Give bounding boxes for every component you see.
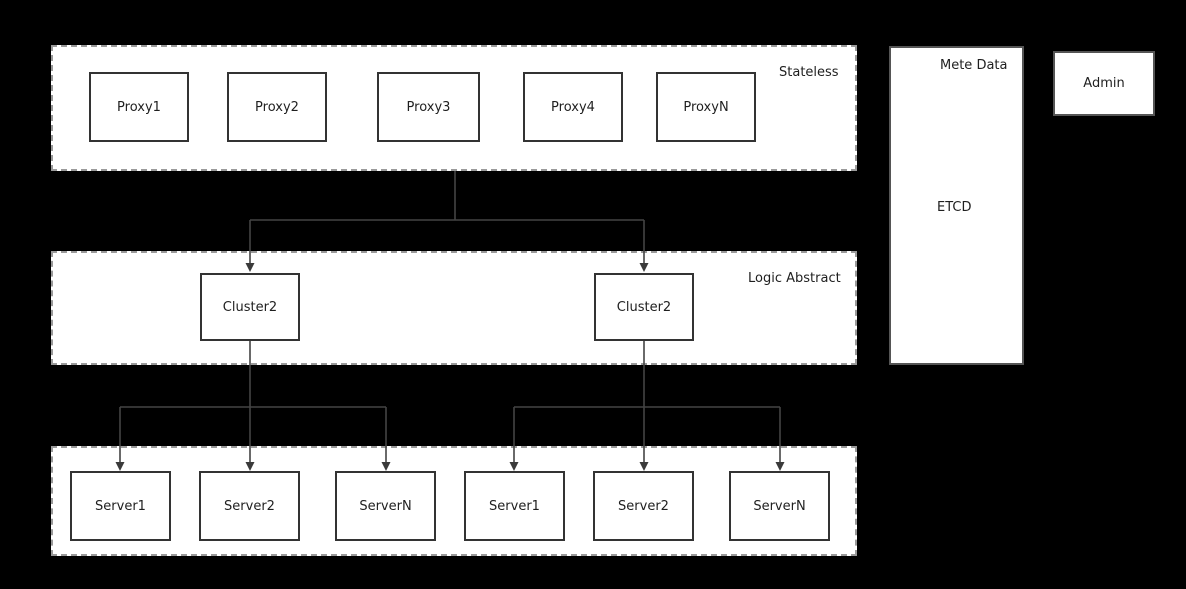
layer-label-logic-abstract: Logic Abstract: [748, 271, 841, 286]
node-label: Proxy1: [117, 99, 161, 115]
node-proxy1[interactable]: Proxy1: [89, 72, 189, 142]
node-label: ProxyN: [683, 99, 729, 115]
node-server-left-n[interactable]: ServerN: [335, 471, 436, 541]
node-cluster-right[interactable]: Cluster2: [594, 273, 694, 341]
node-label: ServerN: [753, 498, 806, 514]
node-proxy3[interactable]: Proxy3: [377, 72, 480, 142]
node-label: Proxy4: [551, 99, 595, 115]
admin-panel-label: Admin: [1083, 76, 1125, 91]
node-label: Proxy2: [255, 99, 299, 115]
node-server-right-1[interactable]: Server1: [464, 471, 565, 541]
etcd-label: ETCD: [937, 200, 972, 215]
node-server-left-2[interactable]: Server2: [199, 471, 300, 541]
node-label: Server1: [489, 498, 540, 514]
node-label: Cluster2: [222, 299, 278, 315]
node-server-left-1[interactable]: Server1: [70, 471, 171, 541]
node-proxy4[interactable]: Proxy4: [523, 72, 623, 142]
node-cluster-left[interactable]: Cluster2: [200, 273, 300, 341]
layer-band-servers: [51, 446, 857, 556]
node-proxyn[interactable]: ProxyN: [656, 72, 756, 142]
admin-panel[interactable]: Admin: [1053, 51, 1155, 116]
node-label: Server1: [95, 498, 146, 514]
node-proxy2[interactable]: Proxy2: [227, 72, 327, 142]
node-label: Proxy3: [406, 99, 451, 115]
node-label: ServerN: [359, 498, 412, 514]
node-label: Server2: [618, 498, 669, 514]
layer-label-stateless: Stateless: [779, 65, 839, 80]
layer-band-logic-abstract: [51, 251, 857, 365]
metadata-panel: [889, 46, 1024, 365]
metadata-panel-title: Mete Data: [940, 58, 1008, 73]
node-server-right-n[interactable]: ServerN: [729, 471, 830, 541]
node-label: Cluster2: [616, 299, 672, 315]
node-label: Server2: [224, 498, 275, 514]
node-server-right-2[interactable]: Server2: [593, 471, 694, 541]
